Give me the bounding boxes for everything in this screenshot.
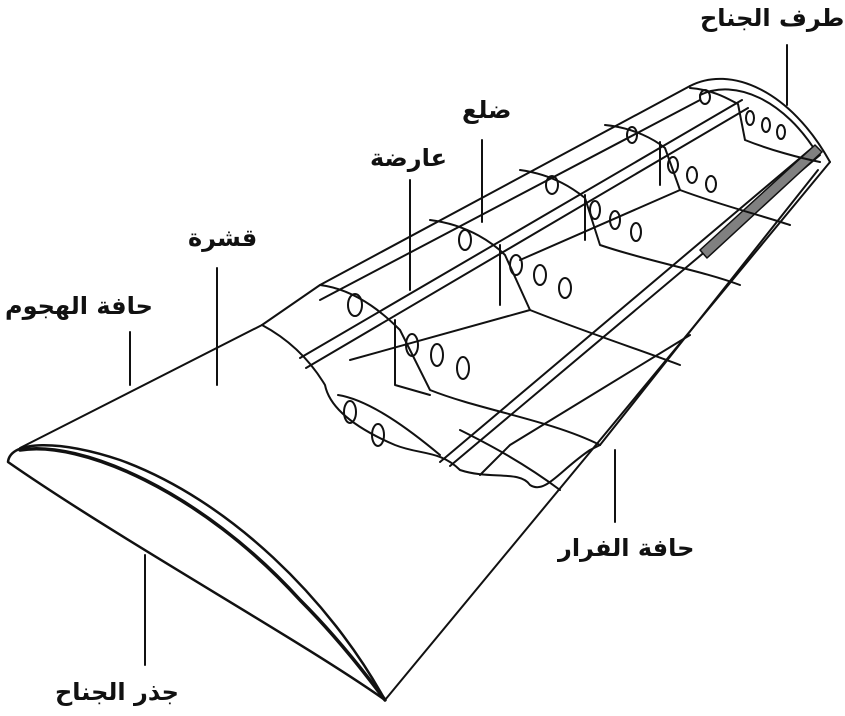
label-rib: ضلع	[462, 96, 512, 124]
lightening-holes	[343, 89, 786, 447]
label-leading-edge: حافة الهجوم	[5, 292, 153, 320]
wing-tip-curve	[689, 77, 831, 163]
label-spar: عارضة	[370, 144, 447, 172]
front-spar-lower	[305, 107, 749, 369]
leader-lines	[129, 44, 788, 666]
front-spar	[299, 99, 743, 359]
skin-cut-edge	[261, 324, 601, 489]
leading-edge-line	[19, 324, 263, 449]
root-upper-thick	[18, 447, 387, 702]
label-trailing-edge: حافة الفرار	[558, 534, 695, 562]
label-wing-tip: طرف الجناح	[700, 4, 845, 32]
wing-root-airfoil	[6, 444, 387, 702]
label-wing-root: جذر الجناح	[55, 678, 179, 706]
trailing-edge-inner	[599, 169, 819, 446]
label-skin: قشرة	[188, 224, 258, 252]
rear-spar	[439, 147, 813, 463]
wing-tip-inner-curve	[699, 88, 819, 156]
rear-spar-strip	[699, 144, 823, 259]
trailing-edge-line	[384, 161, 831, 701]
